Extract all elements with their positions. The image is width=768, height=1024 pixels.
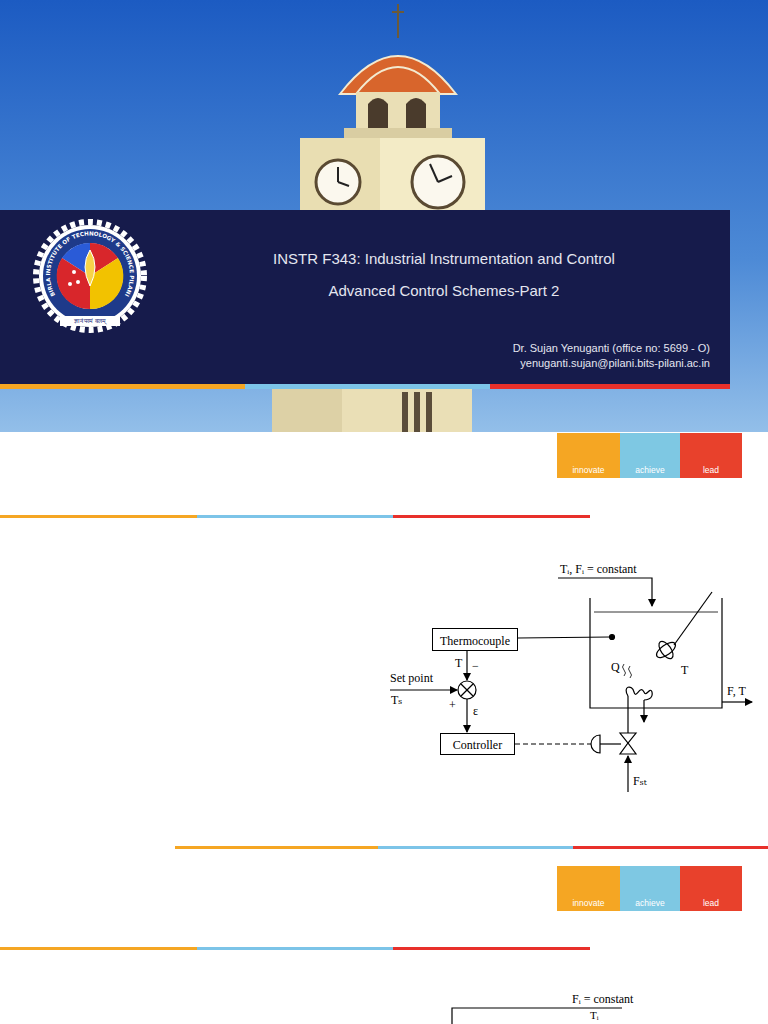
inflow-temperature-label: Tᵢ <box>590 1009 599 1022</box>
motto-tile: achieve <box>620 866 680 911</box>
error-label: ε <box>473 704 478 718</box>
setpoint-symbol: Tₛ <box>391 693 402 707</box>
emblem-ring-text: BIRLA INSTITUTE OF TECHNOLOGY & SCIENCE … <box>45 230 135 297</box>
inflow-label: Fᵢ = constant <box>572 992 633 1006</box>
motto-tile: innovate <box>557 866 620 911</box>
outflow-label: F, T <box>727 684 746 698</box>
motto-word: achieve <box>620 898 680 908</box>
steam-flow-label: Fₛₜ <box>633 774 647 788</box>
box-label: Thermocouple <box>440 634 510 648</box>
sensor-box: Thermocouple <box>432 628 518 651</box>
emblem-ring-text: BIRLA INSTITUTE OF TECHNOLOGY & SCIENCE … <box>45 230 135 297</box>
band-stripe <box>0 384 730 389</box>
setpoint-label: Set point <box>390 671 433 685</box>
tank-temperature-label: T <box>681 663 688 677</box>
feedback-signal-label: T <box>455 656 462 670</box>
motto-word: lead <box>680 465 742 475</box>
emblem-motto: ज्ञानं परमं बलम् <box>60 317 120 325</box>
author-email: yenuganti.sujan@pilani.bits-pilani.ac.in <box>520 356 710 370</box>
heat-label: Q <box>611 660 620 674</box>
sign-label: + <box>449 698 456 712</box>
slide-divider <box>0 515 768 950</box>
course-title: INSTR F343: Industrial Instrumentation a… <box>238 250 650 268</box>
box-label: Controller <box>453 738 502 752</box>
title-band-ground <box>0 210 730 385</box>
sky-ground <box>0 0 768 432</box>
motto-word: lead <box>680 898 742 908</box>
motto-tile: achieve <box>620 433 680 478</box>
author-line: Dr. Sujan Yenuganti (office no: 5699 - O… <box>513 341 710 355</box>
motto-tile: innovate <box>557 433 620 478</box>
box-text-holder: Controller <box>453 735 502 753</box>
motto-word: innovate <box>557 898 620 908</box>
motto-word: achieve <box>620 465 680 475</box>
inflow-label: Tᵢ, Fᵢ = constant <box>560 562 637 576</box>
stirred-tank-drawing <box>390 578 752 1024</box>
sign-label: − <box>472 659 479 673</box>
controller-box: Controller <box>440 733 515 755</box>
motto-word: innovate <box>557 465 620 475</box>
lecture-title: Advanced Control Schemes-Part 2 <box>238 282 650 300</box>
motto-tile: lead <box>680 433 742 478</box>
box-text-holder: Thermocouple <box>440 631 510 649</box>
institute-emblem: BIRLA INSTITUTE OF TECHNOLOGY & SCIENCE … <box>36 222 144 330</box>
title-band: INSTR F343: Industrial Instrumentation a… <box>0 210 730 385</box>
motto-tile: lead <box>680 866 742 911</box>
